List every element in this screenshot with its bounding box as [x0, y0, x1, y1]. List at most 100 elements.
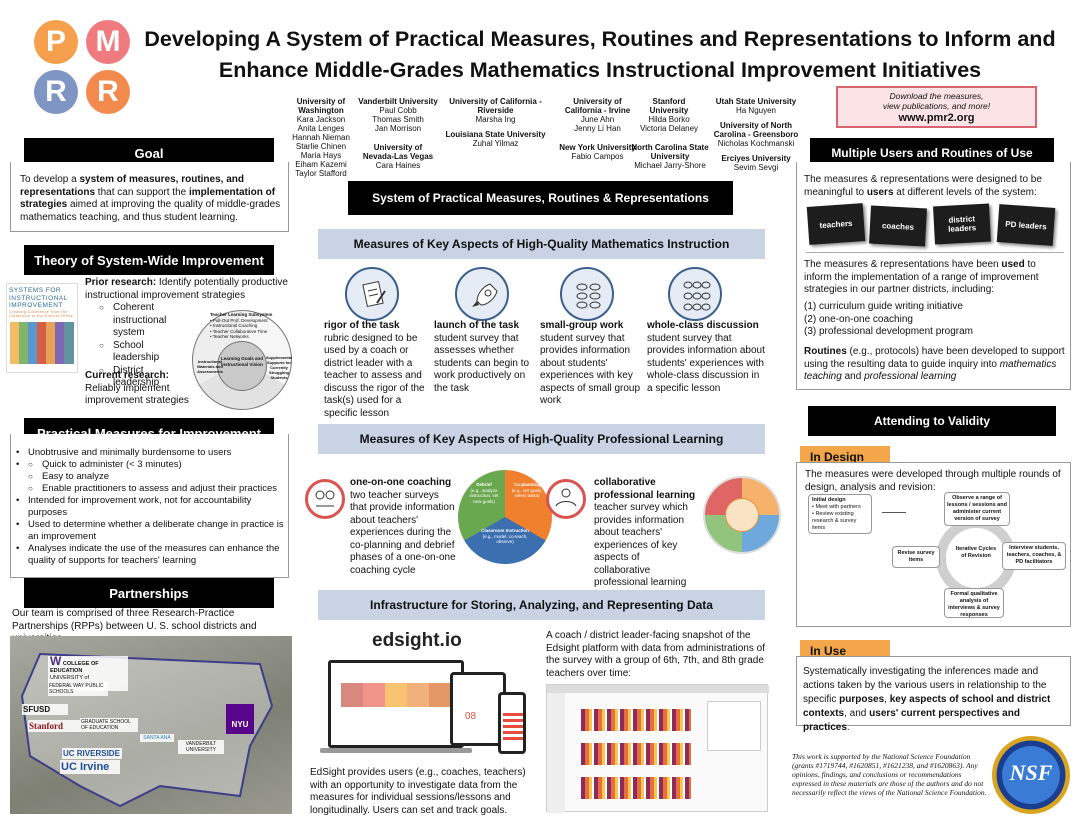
title-line-1: Developing A System of Practical Measure…: [144, 27, 1056, 51]
system-heading: System of Practical Measures, Routines &…: [348, 181, 733, 215]
snapshot-text: A coach / district leader-facing snapsho…: [546, 630, 765, 679]
pill-district-leaders: district leaders: [933, 203, 991, 245]
rigor-icon: [345, 267, 399, 321]
logo-circle-r1: R: [34, 70, 78, 114]
download-url[interactable]: www.pmr2.org: [898, 112, 975, 124]
phone-screen: [498, 692, 526, 754]
collaboration-icon: [546, 479, 586, 519]
practical-subitem: Quick to administer (< 3 minutes): [14, 459, 286, 471]
use-text: Systematically investigating the inferen…: [803, 666, 1051, 733]
practical-subitem: Easy to analyze: [14, 471, 286, 483]
infra-heading: Infrastructure for Storing, Analyzing, a…: [318, 590, 765, 620]
edsight-snapshot: [546, 684, 769, 813]
uni-uncg: University of North Carolina - Greensbor…: [713, 121, 799, 148]
funding-note: This work is supported by the National S…: [792, 752, 987, 797]
edsight-logo: edsight.io: [372, 630, 462, 651]
arrow-right: [882, 512, 906, 513]
logo-nyu: NYU: [226, 704, 254, 734]
download-line-2: view publications, and more!: [882, 101, 991, 111]
users-intro: The measures & representations were desi…: [804, 174, 1042, 198]
laptop-base: [320, 748, 472, 753]
logo-federal-way: FEDERAL WAY PUBLIC SCHOOLS: [48, 682, 108, 696]
cycle-interview: Interview students, teachers, coaches, &…: [1002, 542, 1066, 570]
pie-left: Instructional Materials and Assessments: [197, 359, 223, 374]
goal-text: To develop a system of measures, routine…: [20, 174, 281, 223]
users-list: (1) curriculum guide writing initiative …: [804, 301, 1066, 339]
pl-heading: Measures of Key Aspects of High-Quality …: [318, 424, 765, 454]
title-line-2: Enhance Middle-Grades Mathematics Instru…: [218, 58, 982, 82]
cycle-observe: Observe a range of lessons / sessions an…: [944, 492, 1010, 526]
download-box[interactable]: Download the measures, view publications…: [836, 86, 1037, 128]
partnerships-heading: Partnerships: [24, 578, 274, 608]
goal-box: [10, 162, 289, 232]
practical-item: Unobtrusive and minimally burdensome to …: [14, 447, 286, 459]
pill-pd-leaders: PD leaders: [996, 204, 1056, 246]
math-heading: Measures of Key Aspects of High-Quality …: [318, 229, 765, 259]
cycle-instruction: Classroom Instruction(e.g., model, co-te…: [481, 528, 529, 544]
logo-sfusd: SFUSD: [22, 704, 68, 715]
users-list-item: (1) curriculum guide writing initiative: [804, 301, 963, 312]
cycle-formal: Formal qualitative analysis of interview…: [944, 588, 1004, 618]
rocket-icon: [455, 267, 509, 321]
cycle-coplan: Co-planning(e.g., set goals, select task…: [511, 482, 543, 498]
coaching-cycle-diagram: Debrief(e.g., analyze instruction, set n…: [458, 470, 552, 564]
tablet-screen: 08: [450, 672, 506, 746]
theory-item: Coherent instructional system: [85, 302, 190, 340]
practical-subitem: Enable practitioners to assess and adjus…: [14, 483, 286, 495]
validity-heading: Attending to Validity: [808, 406, 1056, 436]
cycle-initial: Initial design• Meet with partners • Rev…: [808, 494, 872, 534]
users-list-item: (3) professional development program: [804, 326, 973, 337]
logo-vanderbilt: VANDERBILT UNIVERSITY: [178, 740, 224, 754]
edsight-devices: 08: [320, 656, 530, 764]
download-line-1: Download the measures,: [889, 91, 984, 101]
theory-list: Coherent instructional system School lea…: [85, 302, 190, 390]
theory-item: School leadership: [85, 340, 190, 365]
logo-circle-p: P: [34, 20, 78, 64]
pie-right: Supplemental Supports for Currently Stru…: [265, 355, 293, 380]
users-box: [796, 162, 1071, 390]
practical-list: Unobtrusive and minimally burdensome to …: [14, 447, 286, 567]
design-text: The measures were developed through mult…: [805, 469, 1061, 493]
logo-ucr: UC RIVERSIDE: [62, 748, 122, 759]
cycle-center: Iterative Cycles of Revision: [955, 546, 997, 559]
practical-item: Intended for improvement work, not for a…: [14, 495, 286, 519]
pill-coaches: coaches: [869, 205, 927, 247]
users-routines: Routines (e.g., protocols) have been dev…: [804, 346, 1065, 382]
pmr2-logo: P M R R: [34, 20, 132, 116]
cycle-revise: Revise survey items: [892, 546, 940, 568]
pill-teachers: teachers: [806, 203, 866, 245]
coaching-icon: [305, 479, 345, 519]
logo-circle-r2: R: [86, 70, 130, 114]
nsf-letters: NSF: [1009, 760, 1053, 785]
edsight-text: EdSight provides users (e.g., coaches, t…: [310, 767, 526, 816]
instructional-system-diagram: Learning Goals and Instructional Vision …: [192, 310, 292, 410]
users-divider: [806, 252, 1064, 253]
use-box: [796, 656, 1071, 726]
laptop-screen: [328, 660, 464, 748]
poster-title: Developing A System of Practical Measure…: [140, 24, 1060, 86]
practical-item: Used to determine whether a deliberate c…: [14, 519, 286, 543]
practical-item: Analyses indicate the use of the measure…: [14, 543, 286, 567]
logo-santa-ana: SANTA ANA: [140, 734, 174, 742]
logo-uci: UC Irvine: [60, 760, 120, 774]
pie-center: Learning Goals and Instructional Vision: [217, 341, 267, 391]
logo-stanford-gse: GRADUATE SCHOOL OF EDUCATION: [80, 718, 138, 732]
pie-top-label: Teacher Learning Subsystem• Pull-Out Pro…: [210, 312, 273, 339]
tablet-number: 08: [465, 711, 477, 722]
